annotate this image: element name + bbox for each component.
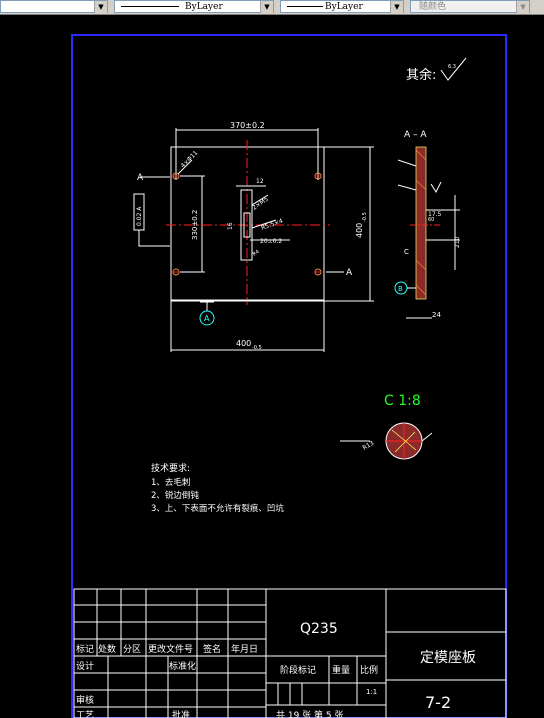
dim-hole: 4×Φ11 xyxy=(179,149,199,169)
material-label: Q235 xyxy=(300,621,338,637)
title-block xyxy=(73,588,507,718)
datum-a-label: A xyxy=(204,314,210,323)
detail-view: C 1:8 R13 xyxy=(340,393,433,460)
header-count: 处数 xyxy=(98,643,116,655)
scale-value: 1:1 xyxy=(366,688,377,696)
plotstyle-value: 随颜色 xyxy=(419,2,447,12)
main-view: 370±0.2 400 -0.5 400 -0.5 330±0.2 4×Φ11 xyxy=(133,121,374,352)
layer-dropdown[interactable]: ▼ xyxy=(0,0,108,13)
plotstyle-dropdown[interactable]: 随颜色 ▼ xyxy=(410,0,530,13)
linetype-value: ByLayer xyxy=(185,2,223,12)
chevron-down-icon: ▼ xyxy=(516,1,529,13)
technical-notes: 技术要求: 1、去毛刺 2、锐边倒钝 3、上、下表面不允许有裂痕、凹坑 xyxy=(151,462,284,514)
properties-toolbar: ▼ ByLayer ▼ ByLayer ▼ 随颜色 ▼ xyxy=(0,0,544,15)
tech-item: 3、上、下表面不允许有裂痕、凹坑 xyxy=(151,503,284,514)
chevron-down-icon: ▼ xyxy=(390,1,403,13)
section-mark-a-left: A xyxy=(137,173,144,183)
dim-side-175: 17.5 xyxy=(428,211,442,218)
header-weight: 重量 xyxy=(332,664,350,676)
datum-b-label: B xyxy=(398,285,403,293)
section-label: A – A xyxy=(404,130,427,140)
dim-24: 24 xyxy=(432,311,441,319)
surface-rest-label: 其余: xyxy=(406,67,436,83)
dim-side-210: 210 xyxy=(454,236,461,248)
header-scale: 比例 xyxy=(360,664,378,676)
dim-330: 330±0.2 xyxy=(191,210,199,240)
sheet-count: 共 19 张 第 5 张 xyxy=(276,709,343,718)
detail-label: C 1:8 xyxy=(384,393,421,409)
chevron-down-icon: ▼ xyxy=(260,1,273,13)
tech-title: 技术要求: xyxy=(151,462,190,474)
dim-side-60: 60 xyxy=(428,217,434,223)
dim-slot: 12 xyxy=(256,178,264,185)
header-stage: 阶段标记 xyxy=(280,664,316,676)
header-std: 标准化 xyxy=(169,660,196,672)
dim-m5: 2×M5 xyxy=(251,196,270,212)
header-zone: 分区 xyxy=(123,644,141,655)
tol-frame: 0.02 A xyxy=(136,206,143,226)
lineweight-value: ByLayer xyxy=(325,2,363,12)
title-block-text: Q235 定模座板 7-2 标记 处数 分区 更改文件号 签名 年月日 设计 标… xyxy=(76,621,476,718)
tech-item: 2、锐边倒钝 xyxy=(151,490,199,501)
dim-20: 20±0.2 xyxy=(260,238,282,245)
tech-item: 1、去毛刺 xyxy=(151,477,190,488)
dim-400-right-tol: -0.5 xyxy=(362,212,368,222)
header-craft: 工艺 xyxy=(76,710,94,718)
dim-16: 16 xyxy=(227,222,234,230)
dim-370: 370±0.2 xyxy=(230,121,265,130)
roughness-symbol-icon xyxy=(440,57,467,81)
header-design: 设计 xyxy=(76,660,94,672)
header-docno: 更改文件号 xyxy=(148,643,193,655)
header-review: 审核 xyxy=(76,694,94,706)
dim-r4: R4 xyxy=(252,249,261,258)
part-name: 定模座板 xyxy=(420,650,476,666)
header-sign: 签名 xyxy=(203,643,221,655)
section-mark-a-right: A xyxy=(346,268,353,278)
linetype-dropdown[interactable]: ByLayer ▼ xyxy=(114,0,274,13)
section-view: A – A 210 17.5 60 24 C B xyxy=(394,130,461,319)
sheet-border xyxy=(71,34,507,718)
drawing-number: 7-2 xyxy=(425,693,451,712)
roughness-value: 6.3 xyxy=(448,64,456,70)
section-c-label: C xyxy=(404,248,409,256)
header-mark: 标记 xyxy=(76,643,94,655)
dim-400-bottom-tol: -0.5 xyxy=(252,345,262,351)
header-approve: 批准 xyxy=(172,709,190,718)
dim-400-right: 400 xyxy=(355,223,364,238)
datum-a-icon xyxy=(199,310,215,326)
dim-400-bottom: 400 xyxy=(236,339,251,348)
chevron-down-icon: ▼ xyxy=(94,1,107,13)
header-date: 年月日 xyxy=(231,643,258,655)
dim-r55: R5.5×4 xyxy=(260,218,284,232)
lineweight-dropdown[interactable]: ByLayer ▼ xyxy=(280,0,404,13)
